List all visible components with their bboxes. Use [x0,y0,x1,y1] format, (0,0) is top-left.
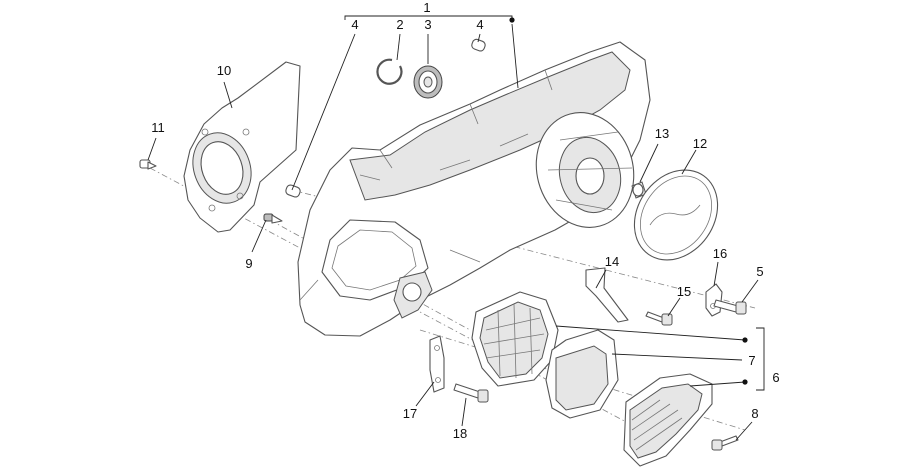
callout-2: 2 [396,17,403,32]
part-8-screw [711,435,739,451]
part-12-emblem-cover [633,169,719,261]
part-5-screw [713,299,747,315]
callout-16: 16 [713,246,727,261]
part-2-circlip [376,58,403,85]
part-1-crankcase-cover [297,41,651,337]
callout-labels: 1 4 2 3 4 10 11 9 13 12 14 16 5 15 6 7 8… [151,0,779,441]
callout-4-left: 4 [351,17,358,32]
part-15-screw [645,311,673,326]
callout-11: 11 [151,120,165,135]
part-7-filter-element [545,329,619,419]
callout-6: 6 [772,370,779,385]
part-8-intake-cover [623,373,713,467]
part-17-bracket [429,335,445,393]
leader-lines [147,15,765,441]
callout-17: 17 [403,406,417,421]
callout-3: 3 [424,17,431,32]
part-9-screw [263,213,283,224]
callout-5: 5 [756,264,763,279]
part-11-screw [139,159,157,170]
callout-4-top: 4 [476,17,483,32]
callout-18: 18 [453,426,467,441]
callout-15: 15 [677,284,691,299]
callout-8: 8 [751,406,758,421]
callout-9: 9 [245,256,252,271]
part-6-intake-housing [471,291,559,387]
part-4-dowel-top [471,38,486,52]
part-18-screw [453,383,489,403]
part-10-gasket-plate [183,61,301,233]
callout-13: 13 [655,126,669,141]
callout-12: 12 [693,136,707,151]
callout-7: 7 [748,353,755,368]
callout-10: 10 [217,63,231,78]
part-14-bracket [585,267,629,323]
callout-1: 1 [423,0,430,15]
part-4-dowel-left [285,184,301,198]
callout-14: 14 [605,254,619,269]
part-16-clip [705,283,723,317]
part-3-bearing [413,65,443,99]
